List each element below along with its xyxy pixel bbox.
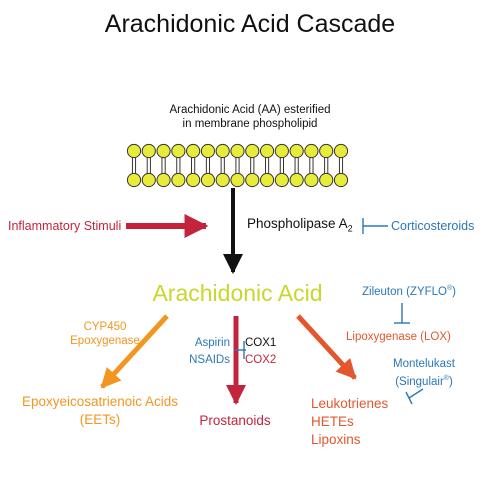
arachidonic-acid-label: Arachidonic Acid bbox=[152, 280, 323, 306]
page-title: Arachidonic Acid Cascade bbox=[104, 10, 396, 38]
lipid-head-bottom bbox=[304, 172, 319, 188]
aspirin-label: Aspirin bbox=[194, 337, 230, 349]
lipid-tail bbox=[235, 157, 240, 174]
lipid-head-top bbox=[289, 143, 304, 159]
zileuton-registered-mark: ® bbox=[447, 285, 453, 292]
lipid-head-bottom bbox=[319, 172, 334, 188]
lipid-tail bbox=[176, 157, 181, 174]
lipid-tail bbox=[220, 157, 225, 174]
phospholipase-subscript: 2 bbox=[347, 223, 353, 234]
eets-label-line-1: Epoxyeicosatrienoic Acids bbox=[21, 394, 179, 409]
lipid-tail bbox=[250, 157, 255, 174]
prostanoids-label: Prostanoids bbox=[199, 413, 271, 428]
lipid-head-top bbox=[200, 143, 216, 159]
zileuton-label: Zileuton (ZYFLO®) bbox=[362, 285, 456, 298]
lipid-head-bottom bbox=[259, 172, 275, 188]
lipid-head-bottom bbox=[215, 172, 230, 188]
lipid-head-bottom bbox=[171, 172, 186, 188]
lipid-head-bottom bbox=[126, 172, 142, 188]
inflammatory-stimuli-label: Inflammatory Stimuli bbox=[8, 219, 122, 233]
corticosteroids-label: Corticosteroids bbox=[391, 219, 475, 233]
lipid-head-top bbox=[274, 143, 289, 159]
lipid-tail bbox=[309, 157, 314, 174]
leukotrienes-label: Leukotrienes bbox=[311, 396, 389, 411]
lipid-head-top bbox=[171, 143, 186, 159]
singulair-text: (Singulair bbox=[395, 375, 444, 388]
membrane-caption-line-1: Arachidonic Acid (AA) esterified bbox=[169, 104, 331, 116]
lipid-head-top bbox=[319, 143, 334, 159]
lipid-head-bottom bbox=[156, 172, 171, 188]
lipid-tail bbox=[265, 157, 270, 174]
cox2-label: COX2 bbox=[245, 354, 277, 366]
cox-inhibition-bar bbox=[234, 341, 246, 359]
lipid-head-bottom bbox=[333, 172, 349, 188]
lipid-head-bottom bbox=[289, 172, 304, 188]
lipid-head-top bbox=[333, 143, 349, 159]
singulair-label: (Singulair®) bbox=[384, 372, 464, 389]
lipid-tail bbox=[324, 157, 329, 174]
lipid-tail bbox=[191, 157, 196, 174]
eets-label-line-2: (EETs) bbox=[79, 412, 121, 427]
lipid-head-bottom bbox=[230, 172, 245, 188]
lipid-head-top bbox=[230, 143, 245, 159]
zileuton-close: ) bbox=[452, 285, 457, 298]
lipid-tail bbox=[205, 157, 210, 174]
singulair-registered-mark: ® bbox=[443, 375, 449, 382]
lipid-head-top bbox=[215, 143, 230, 159]
lipid-tail bbox=[338, 157, 344, 174]
montelukast-inhibition-bar bbox=[405, 388, 424, 405]
hetes-label: HETEs bbox=[311, 414, 354, 429]
phospholipid-bilayer-icon bbox=[126, 143, 349, 188]
singulair-close: ) bbox=[448, 375, 453, 388]
phospholipase-label: Phospholipase A2 bbox=[247, 216, 353, 234]
cox1-label: COX1 bbox=[245, 337, 277, 349]
lipid-head-top bbox=[186, 143, 201, 159]
lipid-tail bbox=[131, 157, 137, 174]
cyp450-arrow bbox=[100, 314, 169, 389]
lipoxins-label: Lipoxins bbox=[311, 432, 361, 447]
lox-arrow bbox=[296, 314, 357, 380]
corticosteroid-inhibition-bar bbox=[362, 218, 388, 234]
zileuton-inhibition-bar bbox=[394, 303, 410, 324]
lipid-head-top bbox=[259, 143, 275, 159]
montelukast-label: Montelukast bbox=[392, 358, 455, 370]
lipid-head-bottom bbox=[200, 172, 216, 188]
lipid-head-top bbox=[304, 143, 319, 159]
lipid-head-bottom bbox=[274, 172, 289, 188]
lipid-head-bottom bbox=[245, 172, 260, 188]
zileuton-text: Zileuton (ZYFLO bbox=[362, 285, 447, 298]
nsaids-label: NSAIDs bbox=[189, 354, 230, 366]
lipid-tail bbox=[161, 157, 166, 174]
phospholipase-text: Phospholipase A bbox=[247, 216, 348, 231]
cyp450-label-line-2: Epoxygenase bbox=[70, 335, 140, 347]
lipid-tail bbox=[279, 157, 284, 174]
lipid-head-top bbox=[245, 143, 260, 159]
lipoxygenase-label: Lipoxygenase (LOX) bbox=[346, 331, 451, 343]
lipid-head-bottom bbox=[186, 172, 201, 188]
lipid-head-top bbox=[126, 143, 142, 159]
cyp450-label-line-1: CYP450 bbox=[83, 321, 127, 333]
lipid-head-top bbox=[141, 143, 156, 159]
membrane-caption-line-2: in membrane phospholipid bbox=[182, 118, 318, 130]
lipid-tail bbox=[146, 157, 151, 174]
lipid-head-bottom bbox=[141, 172, 156, 188]
lipid-head-top bbox=[156, 143, 171, 159]
lipid-tail bbox=[294, 157, 299, 174]
